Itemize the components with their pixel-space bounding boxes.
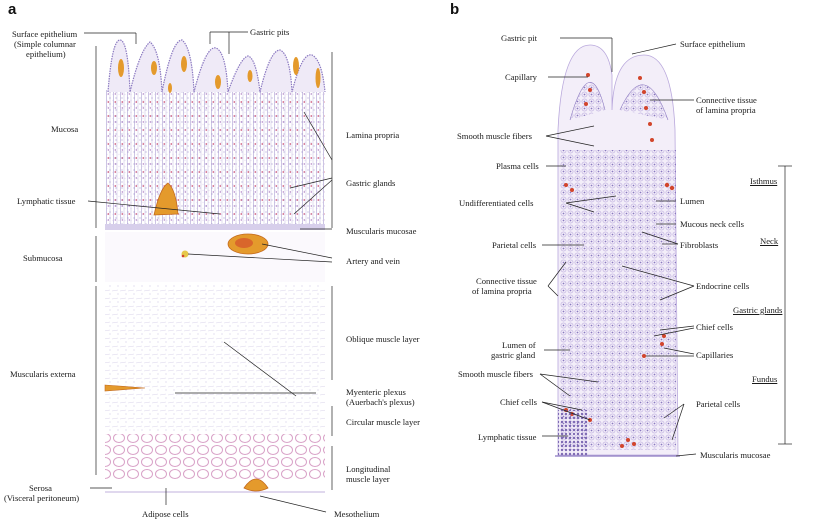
- panel-a-letter: a: [8, 1, 17, 18]
- label-b-fundus: Fundus: [752, 374, 778, 384]
- panel-a-mucosa: [105, 39, 326, 230]
- label-b-smooth-muscle-fibers-2: Smooth muscle fibers: [458, 369, 533, 379]
- label-b-connective-tissue-left-1: Connective tissue: [476, 276, 537, 286]
- label-surface-epithelium-sub2: epithelium): [26, 49, 66, 59]
- label-longitudinal-muscle-2: muscle layer: [346, 474, 390, 484]
- label-b-surface-epithelium: Surface epithelium: [680, 39, 746, 49]
- label-b-connective-tissue-left-2: of lamina propria: [472, 286, 532, 296]
- label-gastric-glands: Gastric glands: [346, 178, 396, 188]
- label-gastric-pits: Gastric pits: [250, 27, 290, 37]
- panel-b-gland: [555, 44, 680, 457]
- label-b-chief-cells-2: Chief cells: [500, 397, 537, 407]
- label-b-connective-tissue-2: of lamina propria: [696, 105, 756, 115]
- label-b-isthmus: Isthmus: [750, 176, 778, 186]
- label-b-smooth-muscle-fibers: Smooth muscle fibers: [457, 131, 532, 141]
- label-b-undifferentiated-cells: Undifferentiated cells: [459, 198, 534, 208]
- label-b-gastric-pit: Gastric pit: [501, 33, 538, 43]
- label-serosa: Serosa: [29, 483, 52, 493]
- label-b-capillary: Capillary: [505, 72, 537, 82]
- label-muscularis-mucosae: Muscularis mucosae: [346, 226, 417, 236]
- label-b-capillaries: Capillaries: [696, 350, 734, 360]
- label-muscularis-externa: Muscularis externa: [10, 369, 76, 379]
- label-myenteric-plexus-sub: (Auerbach's plexus): [346, 397, 415, 407]
- label-submucosa: Submucosa: [23, 253, 63, 263]
- label-b-mucous-neck-cells: Mucous neck cells: [680, 219, 744, 229]
- label-circular-muscle: Circular muscle layer: [346, 417, 420, 427]
- label-b-chief-cells: Chief cells: [696, 322, 733, 332]
- label-b-fibroblasts: Fibroblasts: [680, 240, 719, 250]
- label-surface-epithelium: Surface epithelium: [12, 29, 78, 39]
- label-b-lumen-gastric-gland-2: gastric gland: [491, 350, 536, 360]
- label-adipose-cells: Adipose cells: [142, 509, 189, 519]
- label-b-neck: Neck: [760, 236, 779, 246]
- label-mucosa: Mucosa: [51, 124, 79, 134]
- label-lamina-propria: Lamina propria: [346, 130, 400, 140]
- panel-a-submucosa: [105, 232, 325, 282]
- label-longitudinal-muscle-1: Longitudinal: [346, 464, 391, 474]
- label-b-muscularis-mucosae: Muscularis mucosae: [700, 450, 771, 460]
- label-b-parietal-cells: Parietal cells: [492, 240, 537, 250]
- panel-a-muscularis-externa: [104, 284, 325, 493]
- label-b-endocrine-cells: Endocrine cells: [696, 281, 750, 291]
- label-oblique-muscle: Oblique muscle layer: [346, 334, 420, 344]
- label-b-parietal-cells-2: Parietal cells: [696, 399, 741, 409]
- label-b-gastric-glands: Gastric glands: [733, 305, 783, 315]
- label-artery-vein: Artery and vein: [346, 256, 400, 266]
- panel-b-leaders: [539, 37, 792, 457]
- label-myenteric-plexus: Myenteric plexus: [346, 387, 406, 397]
- label-b-lymphatic-tissue: Lymphatic tissue: [478, 432, 537, 442]
- label-lymphatic-tissue: Lymphatic tissue: [17, 196, 76, 206]
- label-b-plasma-cells: Plasma cells: [496, 161, 539, 171]
- label-b-lumen-gastric-gland-1: Lumen of: [502, 340, 536, 350]
- label-b-connective-tissue-1: Connective tissue: [696, 95, 757, 105]
- label-serosa-sub: (Visceral peritoneum): [4, 493, 80, 503]
- panel-b-letter: b: [450, 1, 460, 18]
- label-surface-epithelium-sub1: (Simple columnar: [14, 39, 76, 49]
- panel-a-leaders: [84, 31, 333, 513]
- label-mesothelium: Mesothelium: [334, 509, 380, 519]
- label-b-lumen: Lumen: [680, 196, 705, 206]
